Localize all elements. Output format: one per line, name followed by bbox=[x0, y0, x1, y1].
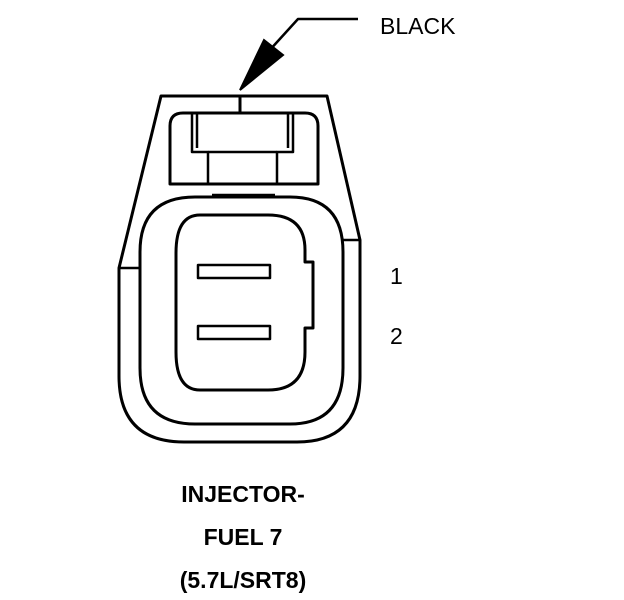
caption-line-1: INJECTOR- bbox=[181, 481, 305, 507]
caption-line-2: FUEL 7 bbox=[204, 524, 283, 550]
connector-latch bbox=[168, 94, 320, 197]
connector-housing-outer bbox=[117, 94, 362, 444]
pin-2-slot bbox=[196, 324, 272, 341]
callout-arrowhead bbox=[239, 38, 285, 91]
pin-2-label: 2 bbox=[390, 323, 403, 349]
pin-1-label: 1 bbox=[390, 263, 403, 289]
color-label: BLACK bbox=[380, 13, 456, 39]
housing-shoulder-line bbox=[119, 238, 360, 270]
color-callout-leader bbox=[239, 17, 358, 91]
connector-inner-frame bbox=[138, 195, 345, 426]
connector-mating-face bbox=[174, 213, 315, 392]
caption-line-3: (5.7L/SRT8) bbox=[180, 567, 307, 593]
pin-1-slot bbox=[196, 263, 272, 280]
